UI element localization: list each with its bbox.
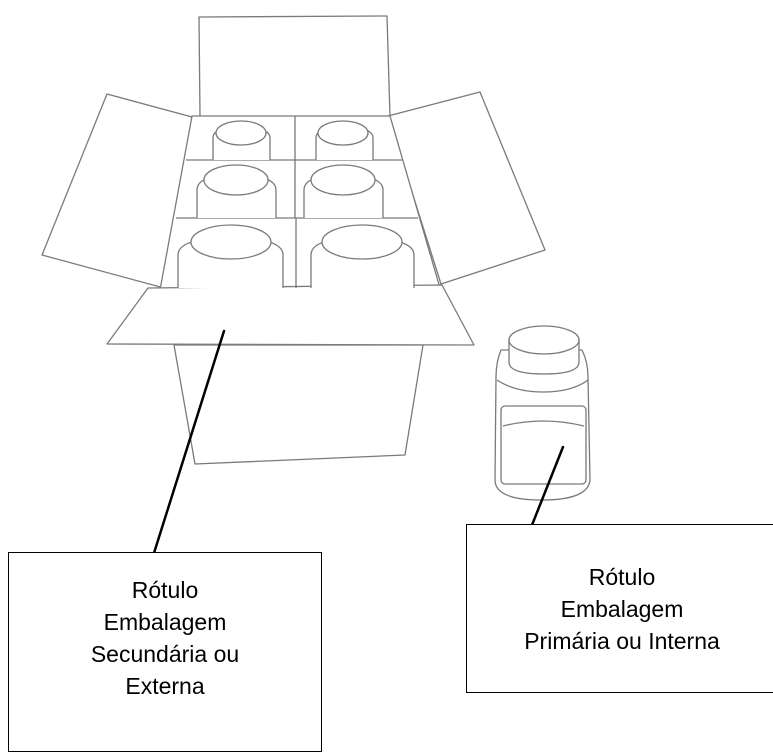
label-line: Embalagem [103, 609, 227, 635]
boxed-bottle [196, 164, 277, 218]
shipping-box [41, 15, 546, 465]
boxed-bottle [310, 224, 415, 288]
secondary-packaging-label-box: Rótulo Embalagem Secundária ou Externa [8, 552, 322, 752]
label-line: Secundária ou [90, 641, 240, 667]
label-line: Rótulo [131, 577, 199, 603]
bottle-shoulder [496, 379, 589, 393]
boxed-bottle [315, 120, 374, 160]
box-front-body [173, 344, 424, 465]
bottle-label [500, 405, 587, 485]
box-back-flap [198, 15, 391, 118]
boxed-bottle [177, 224, 284, 288]
standalone-bottle [494, 325, 591, 501]
box-front-flap [106, 284, 475, 346]
boxed-bottle [303, 164, 384, 218]
label-line: Rótulo [588, 563, 656, 590]
label-line: Primária ou Interna [524, 627, 720, 654]
pointer-line-primary [530, 445, 565, 527]
primary-packaging-label-box: Rótulo Embalagem Primária ou Interna [466, 524, 773, 693]
bottle-label-curve [502, 420, 585, 427]
label-line: Externa [125, 673, 205, 699]
label-line: Embalagem [560, 595, 684, 622]
bottle-cap-top [508, 325, 580, 355]
box-right-flap [387, 91, 546, 285]
boxed-bottle [212, 120, 271, 160]
pointer-line-secondary [152, 329, 226, 555]
